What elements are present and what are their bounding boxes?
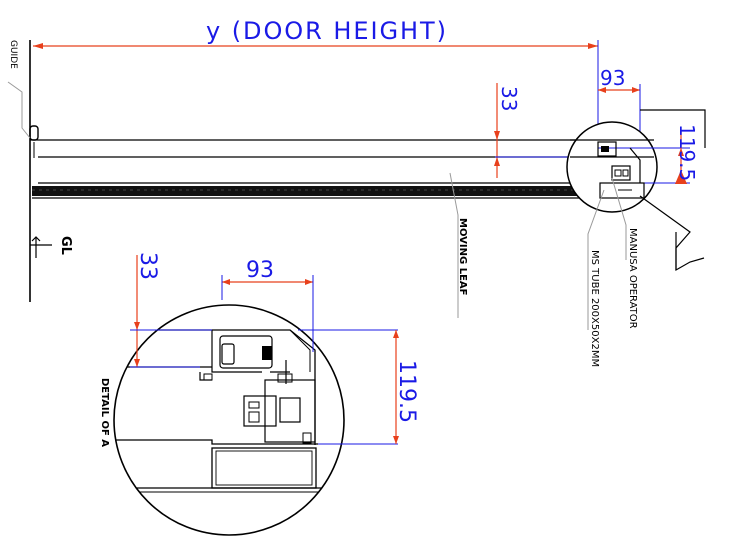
moving-leaf-profile: MOVING LEAF <box>32 139 600 318</box>
detail-of-a: 33 93 119.5 DETAIL OF A <box>99 252 419 536</box>
left-end-guide: GUIDE <box>7 40 39 302</box>
detail-dimension-119-5-value: 119.5 <box>394 360 419 423</box>
guide-label: GUIDE <box>8 40 18 69</box>
detail-leaders: MANUSA OPERATOR MS TUBE 200X50X2MM <box>587 177 705 367</box>
detail-circle <box>113 304 345 536</box>
main-dimension-33-value: 33 <box>497 86 521 111</box>
operator-housing-main <box>566 109 706 213</box>
door-height-label: y (DOOR HEIGHT) <box>206 17 446 45</box>
main-dimension-93-value: 93 <box>600 66 625 90</box>
moving-leaf-label: MOVING LEAF <box>457 218 468 295</box>
detail-dimension-93-value: 93 <box>246 258 274 283</box>
door-height-dimension: y (DOOR HEIGHT) <box>33 17 599 140</box>
glass-panel-hatch <box>32 186 600 196</box>
ms-tube-label: MS TUBE 200X50X2MM <box>589 250 600 367</box>
detail-dimension-33-value: 33 <box>135 252 160 280</box>
gl-label: GL <box>58 236 73 255</box>
manusa-operator-label: MANUSA OPERATOR <box>627 228 638 329</box>
main-dimension-119-5-value: 119.5 <box>675 124 699 181</box>
detail-of-a-label: DETAIL OF A <box>99 378 110 447</box>
main-dimension-119-5: 119.5 <box>675 124 699 184</box>
gl-marker: GL <box>30 236 73 258</box>
